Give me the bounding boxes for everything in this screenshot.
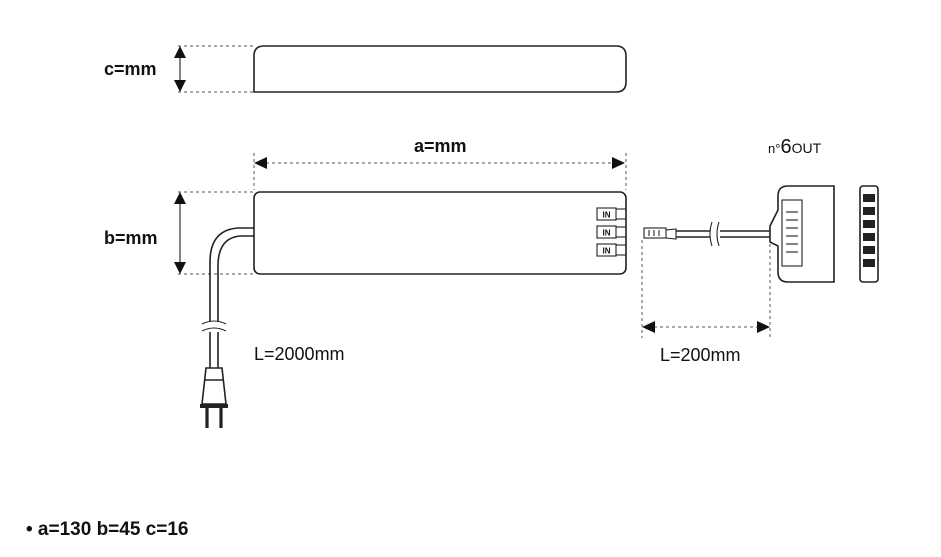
- out-length-arrow-left: [642, 321, 655, 333]
- mains-cable-wire-b: [217, 235, 254, 368]
- output-socket-6: [863, 259, 875, 267]
- a-arrow-left: [254, 157, 267, 169]
- output-sockets: [863, 194, 875, 267]
- in-port-3-label: IN: [603, 247, 611, 256]
- output-cable-break-gap: [710, 224, 720, 244]
- mains-cable-break-top: [201, 320, 227, 325]
- in-port-3-box: [596, 243, 617, 257]
- b-dimension-label: b=mm: [104, 228, 158, 248]
- plug-base: [200, 404, 228, 408]
- output-jack-sleeve: [665, 228, 677, 240]
- output-count-suffix: OUT: [792, 140, 822, 156]
- mains-cable: L=2000mm: [200, 227, 345, 428]
- in-port-1-label: IN: [603, 211, 611, 220]
- output-count-number: 6: [780, 136, 791, 158]
- c-arrow-bottom: [174, 80, 186, 92]
- a-dimension-label: a=mm: [414, 136, 467, 156]
- dimension-values-note: • a=130 b=45 c=16: [26, 519, 189, 540]
- b-arrow-top: [174, 192, 186, 204]
- output-socket-5: [863, 246, 875, 254]
- c-dimension-label: c=mm: [104, 59, 157, 79]
- output-socket-1: [863, 194, 875, 202]
- in-port-1: IN: [596, 207, 626, 221]
- c-arrow-top: [174, 46, 186, 58]
- output-cable-length-label: L=200mm: [660, 345, 741, 365]
- b-arrow-bottom: [174, 262, 186, 274]
- output-cable-break-left: [709, 221, 713, 247]
- distribution-block-clip: [781, 199, 803, 267]
- mains-cable-wire-a: [209, 227, 254, 368]
- side-view: c=mm: [104, 45, 627, 93]
- top-view: IN IN IN b=mm: [104, 191, 627, 275]
- in-port-2-label: IN: [603, 229, 611, 238]
- output-socket-2: [863, 207, 875, 215]
- a-arrow-right: [612, 157, 625, 169]
- in-port-3: IN: [596, 243, 626, 257]
- output-cable: n°6OUT L=200mm: [641, 136, 879, 365]
- in-port-1-box: [596, 207, 617, 221]
- output-socket-4: [863, 233, 875, 241]
- mains-cable-length-label: L=2000mm: [254, 344, 345, 364]
- output-face: [859, 185, 879, 283]
- mains-cable-break-gap: [202, 322, 226, 332]
- mains-cable-break-bottom: [201, 327, 227, 332]
- output-count-label: n°6OUT: [768, 136, 822, 158]
- driver-body: [253, 191, 627, 275]
- output-jack: [643, 227, 667, 239]
- in-port-2-box: [596, 225, 617, 239]
- dimension-a: a=mm: [253, 136, 627, 190]
- side-view-outline: [253, 45, 627, 93]
- output-cable-break-right: [716, 221, 720, 247]
- out-length-arrow-right: [757, 321, 770, 333]
- plug-body: [201, 367, 227, 405]
- distribution-block-body: [769, 185, 835, 283]
- distribution-block-ribs: [786, 211, 798, 253]
- in-port-2: IN: [596, 225, 626, 239]
- output-socket-3: [863, 220, 875, 228]
- output-count-prefix: n°: [768, 141, 780, 156]
